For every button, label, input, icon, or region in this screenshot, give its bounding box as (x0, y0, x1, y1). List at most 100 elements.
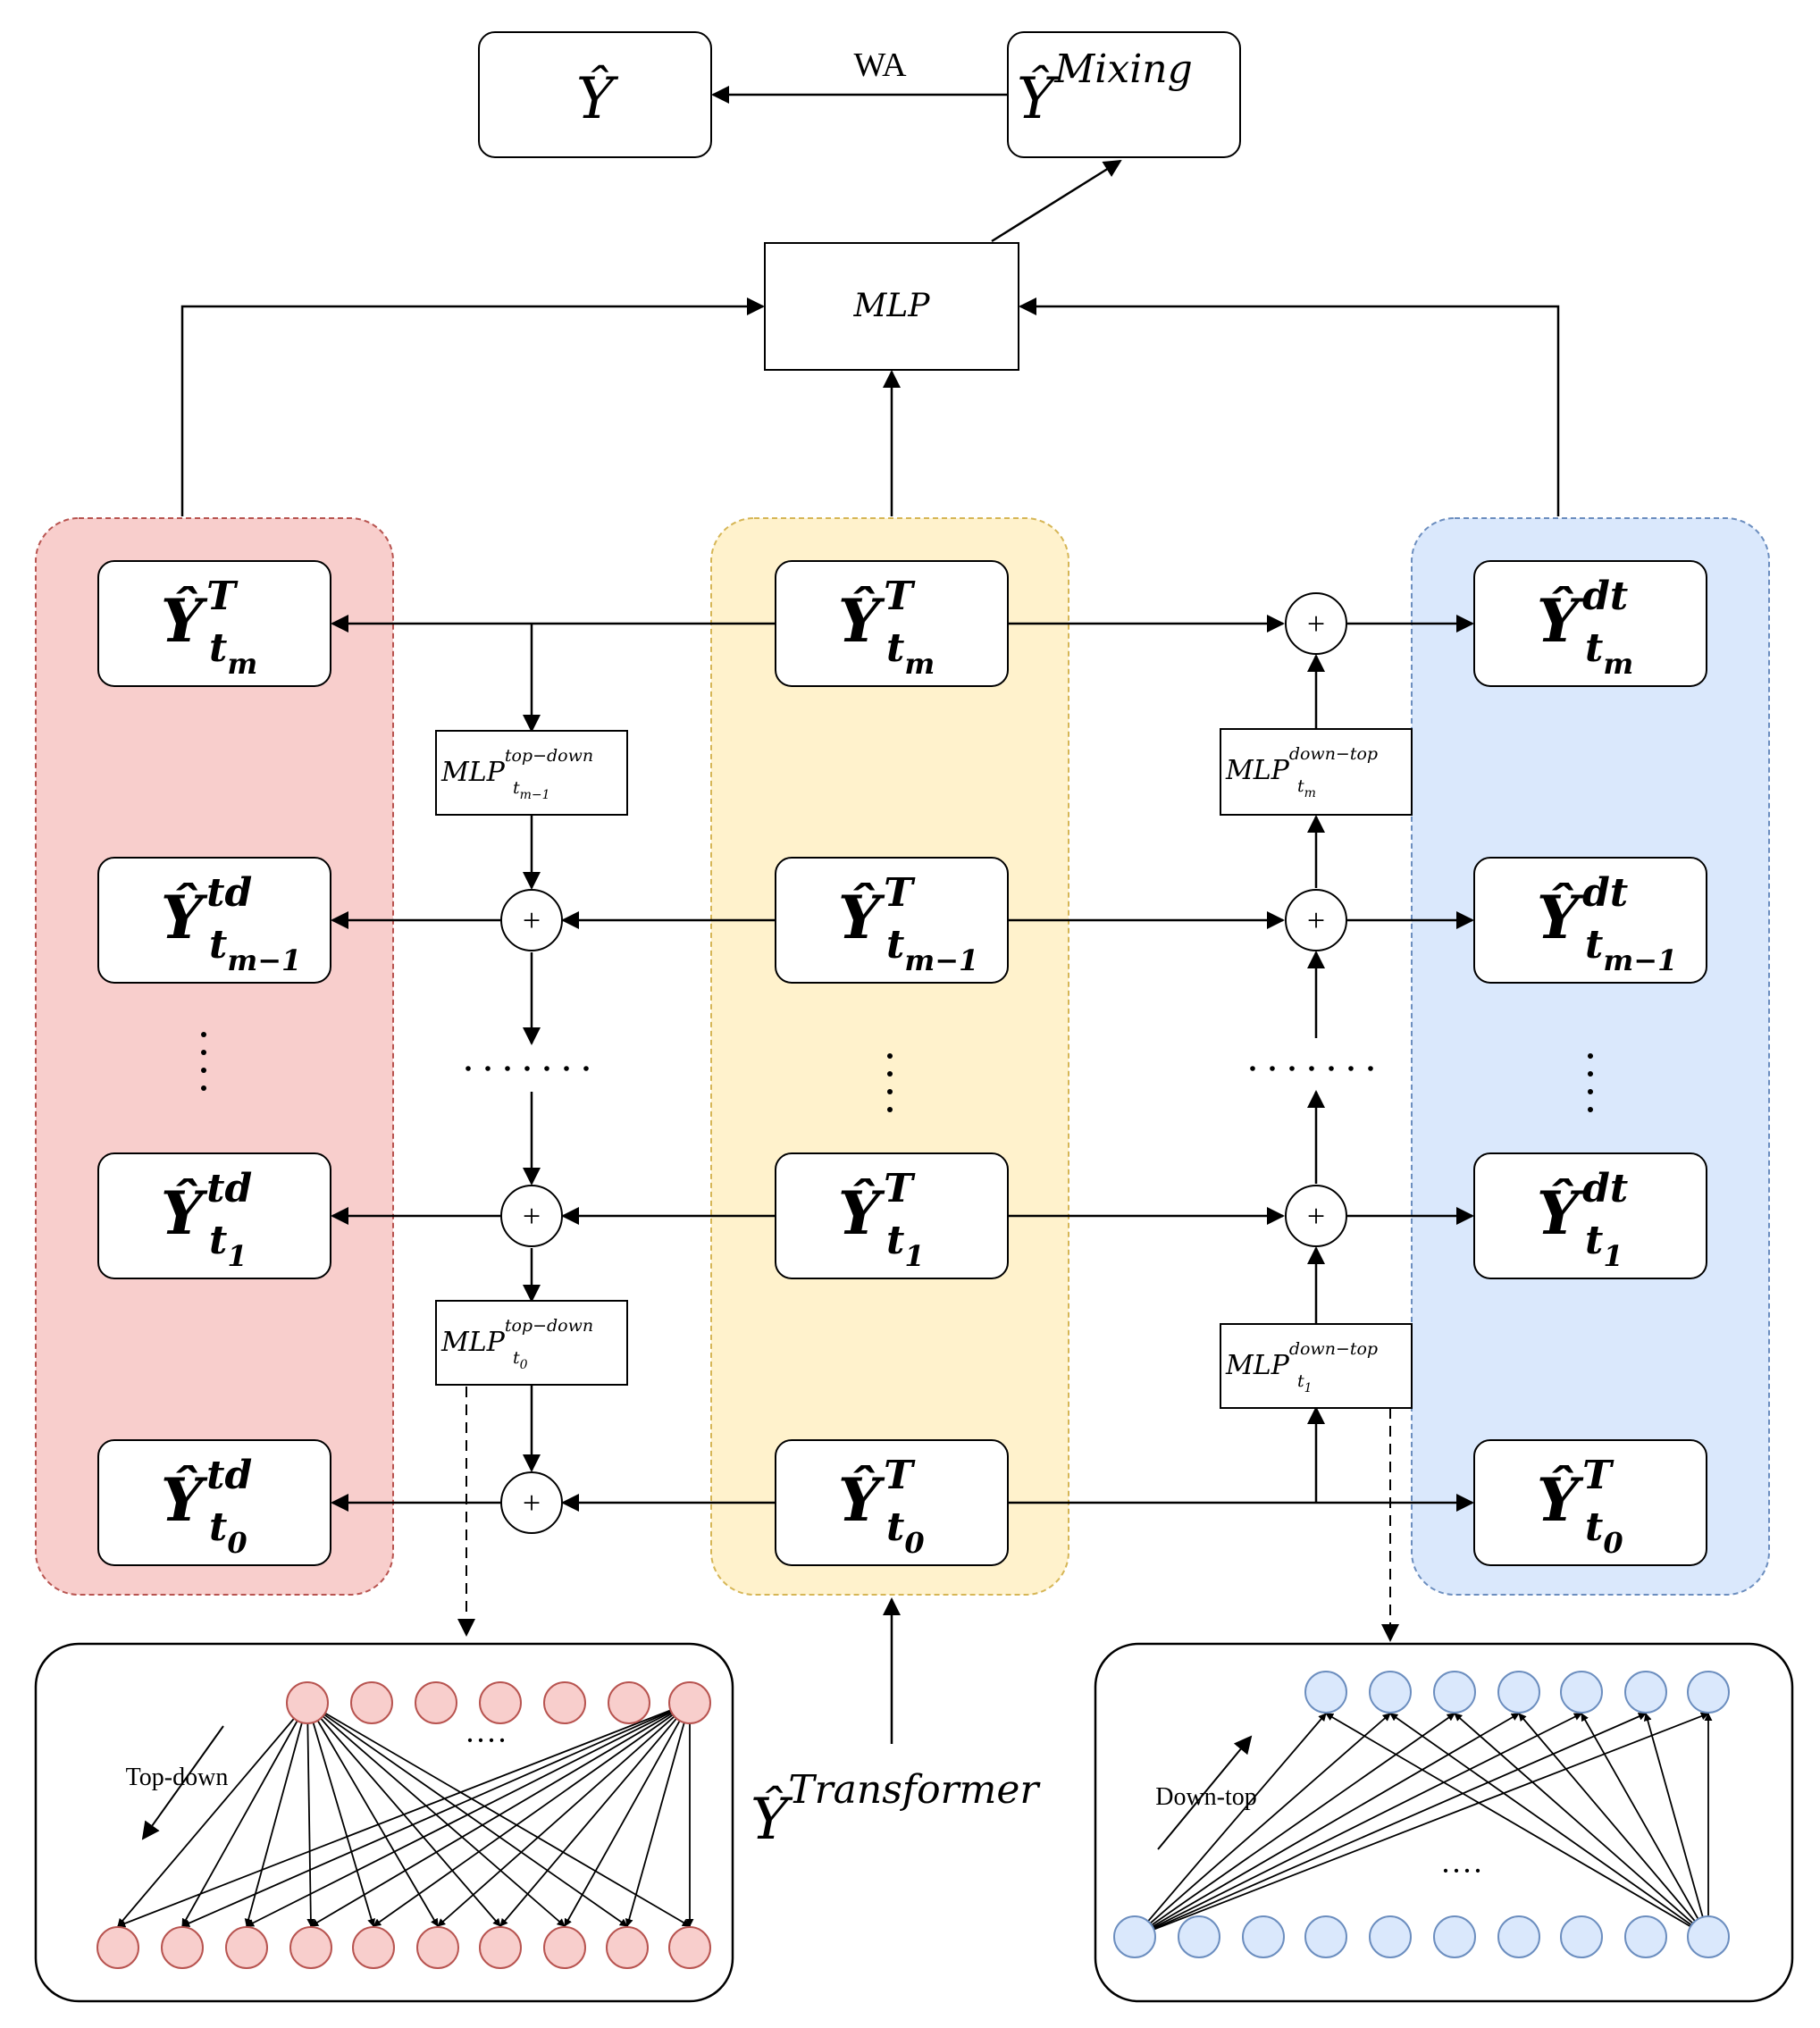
mlp-box-dt-bottom (1220, 1323, 1413, 1409)
td-edge-6-4 (373, 1702, 691, 1927)
down-top-ellipsis: ···· (1440, 1853, 1483, 1889)
td-bottom-node-9 (668, 1926, 711, 1969)
dt-bottom-node-8 (1624, 1915, 1667, 1958)
td-bottom-node-1 (161, 1926, 204, 1969)
dt-bottom-node-5 (1433, 1915, 1476, 1958)
dt-bottom-node-0 (1113, 1915, 1156, 1958)
td-top-node-4 (543, 1681, 586, 1724)
plus-sign-4: + (1307, 902, 1325, 938)
left-box-sub-0: tm (209, 625, 257, 681)
dt-edge-0-2 (1134, 1713, 1455, 1938)
down-top-edges (1134, 1712, 1713, 1938)
down-top-direction-arrow (1157, 1735, 1253, 1850)
dt-edge-0-6 (1134, 1712, 1709, 1938)
top-down-panel (35, 517, 394, 1596)
dt-top-node-5 (1624, 1671, 1667, 1714)
dt-top-node-2 (1433, 1671, 1476, 1714)
td-bottom-node-3 (289, 1926, 332, 1969)
middle-box-label-0: ŶT (838, 574, 916, 656)
td-edge-0-5 (306, 1702, 439, 1927)
td-edge-6-2 (246, 1702, 691, 1927)
plus-circle-4 (1285, 889, 1347, 951)
right-box-sub-2: t1 (1585, 1218, 1623, 1273)
right-box-3 (1473, 1439, 1707, 1566)
dt-edge-0-5 (1134, 1713, 1647, 1938)
down-top-inset (1094, 1642, 1794, 2003)
left-box-sub-3: t0 (209, 1504, 247, 1560)
middle-box-sub-0: tm (886, 625, 935, 681)
mlp-box-td-bottom (435, 1300, 628, 1386)
td-top-node-6 (668, 1681, 711, 1724)
mlp-box-label-dt-bottom: MLPdown−top (1225, 1339, 1378, 1381)
mlp-small-boxes: MLPtop−downtm−1MLPtop−downt0MLPdown−topt… (435, 728, 1413, 1409)
td-bottom-node-0 (96, 1926, 139, 1969)
dt-bottom-node-6 (1497, 1915, 1540, 1958)
top-down-label: Top-down (126, 1764, 229, 1791)
transformer-label: ŶTransformer (751, 1767, 1041, 1853)
left-vertical-ellipsis (201, 1032, 206, 1091)
plus-circle-2 (500, 1471, 563, 1534)
mlp-box-td-top (435, 730, 628, 816)
plus-circle-0 (500, 889, 563, 951)
plus-circle-1 (500, 1185, 563, 1247)
mixing-label: ŶMixing (1017, 46, 1193, 132)
right-box-sub-3: t0 (1585, 1504, 1623, 1560)
td-edge-6-3 (310, 1702, 691, 1927)
right-box-sub-0: tm (1585, 625, 1633, 681)
middle-box-sub-1: tm−1 (886, 922, 978, 977)
dt-edge-0-3 (1134, 1713, 1520, 1938)
down-top-nodes (1113, 1671, 1730, 1958)
wa-label: WA (853, 46, 907, 84)
td-edge-0-3 (306, 1702, 315, 1927)
dt-edge-9-3 (1518, 1713, 1709, 1938)
down-top-label: Down-top (1155, 1783, 1257, 1811)
td-bottom-node-6 (479, 1926, 522, 1969)
mlp-to-mixing-arrow (991, 159, 1122, 243)
td-top-node-0 (286, 1681, 329, 1724)
td-top-node-2 (415, 1681, 457, 1724)
plus-circle-5 (1285, 1185, 1347, 1247)
plus-sign-1: + (523, 1198, 541, 1234)
right-box-0 (1473, 560, 1707, 687)
left-to-mlp-arrow (180, 297, 765, 516)
right-box-label-3: ŶT (1537, 1453, 1615, 1535)
mlp-box-sub-td-bottom: t0 (513, 1348, 528, 1372)
right-box-sub-1: tm−1 (1585, 922, 1677, 977)
td-top-node-5 (608, 1681, 650, 1724)
dt-bottom-node-2 (1242, 1915, 1285, 1958)
td-edge-6-5 (437, 1702, 691, 1927)
plus-sign-5: + (1307, 1198, 1325, 1234)
middle-box-sub-2: t1 (886, 1218, 925, 1273)
left-box-sub-2: t1 (209, 1218, 247, 1273)
td-edge-6-7 (564, 1702, 691, 1927)
left-box-label-3: Ŷtd (161, 1453, 252, 1535)
dt-edge-9-1 (1389, 1713, 1709, 1938)
td-edge-0-0 (117, 1702, 308, 1927)
dt-top-node-1 (1369, 1671, 1412, 1714)
td-bottom-node-7 (543, 1926, 586, 1969)
left-box-label-1: Ŷtd (161, 870, 252, 952)
td-edge-6-1 (181, 1702, 691, 1927)
dt-top-node-4 (1560, 1671, 1603, 1714)
dt-bottom-node-9 (1687, 1915, 1730, 1958)
td-edge-6-0 (117, 1702, 691, 1928)
middle-box-label-2: ŶT (838, 1166, 916, 1248)
right-box-2 (1473, 1152, 1707, 1279)
middle-box-label-1: ŶT (838, 870, 916, 952)
right-box-label-1: Ŷdt (1537, 870, 1628, 952)
plus-circle-3 (1285, 592, 1347, 655)
mlp-box-sub-dt-bottom: t1 (1297, 1371, 1313, 1395)
top-down-edges (117, 1702, 694, 1928)
mlp-box-dt-top (1220, 728, 1413, 816)
middle-box-sub-3: t0 (886, 1504, 925, 1560)
plus-nodes: ++++++ (500, 592, 1347, 1534)
middle-box-label-3: ŶT (838, 1453, 916, 1535)
plus-sign-2: + (523, 1485, 541, 1521)
dt-edge-9-4 (1581, 1713, 1709, 1938)
dt-edge-9-0 (1325, 1713, 1709, 1938)
mlp-label: MLP (853, 288, 931, 324)
